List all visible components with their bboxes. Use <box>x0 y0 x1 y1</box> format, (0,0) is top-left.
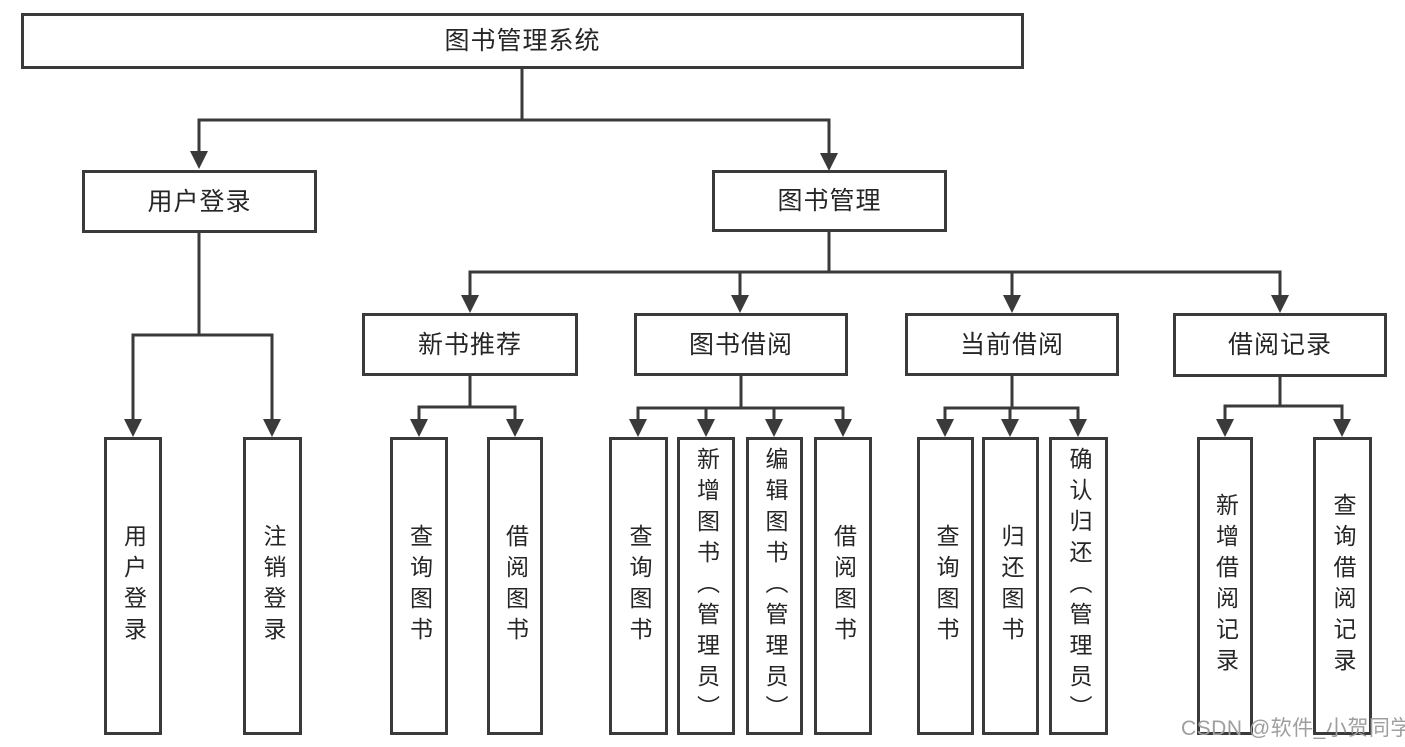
node-label: 用户登录 <box>120 524 147 648</box>
node-label: 当前借阅 <box>959 330 1064 359</box>
leaf-query-books-2: 查询图书 <box>609 437 668 735</box>
node-label: 归还图书 <box>998 524 1024 648</box>
node-root-system: 图书管理系统 <box>21 13 1024 69</box>
node-current-borrow: 当前借阅 <box>905 313 1119 376</box>
leaf-add-borrow-record: 新增借阅记录 <box>1197 437 1253 735</box>
leaf-logout: 注销登录 <box>243 437 302 735</box>
node-label: 新增图书（管理员） <box>693 446 720 726</box>
node-label: 用户登录 <box>147 187 252 216</box>
node-label: 编辑图书（管理员） <box>762 446 788 726</box>
node-label: 借阅记录 <box>1227 331 1332 359</box>
node-label: 图书借阅 <box>688 330 793 359</box>
node-label: 借阅图书 <box>830 524 857 648</box>
node-label: 图书管理系统 <box>444 27 601 55</box>
node-book-borrow: 图书借阅 <box>634 313 848 376</box>
node-label: 查询图书 <box>626 524 652 648</box>
leaf-borrow-books-1: 借阅图书 <box>487 437 543 735</box>
node-label: 新书推荐 <box>417 330 522 359</box>
leaf-query-books-1: 查询图书 <box>390 437 448 735</box>
leaf-return-books: 归还图书 <box>982 437 1039 735</box>
node-label: 查询借阅记录 <box>1330 493 1356 679</box>
leaf-query-books-3: 查询图书 <box>917 437 974 735</box>
node-label: 新增借阅记录 <box>1212 493 1239 679</box>
node-label: 查询图书 <box>406 524 433 648</box>
leaf-confirm-return-admin: 确认归还（管理员） <box>1049 437 1108 735</box>
leaf-user-login: 用户登录 <box>104 437 162 735</box>
node-borrow-records: 借阅记录 <box>1173 313 1387 377</box>
node-label: 查询图书 <box>933 524 959 648</box>
csdn-watermark: CSDN @软件_小贺同学 <box>1181 717 1405 740</box>
leaf-add-books-admin: 新增图书（管理员） <box>677 437 735 735</box>
node-label: 注销登录 <box>260 524 286 648</box>
node-label: 确认归还（管理员） <box>1066 446 1092 726</box>
node-new-book-recommend: 新书推荐 <box>362 313 578 376</box>
leaf-borrow-books-2: 借阅图书 <box>814 437 872 735</box>
node-book-management: 图书管理 <box>712 170 947 232</box>
node-label: 图书管理 <box>777 187 882 215</box>
leaf-edit-books-admin: 编辑图书（管理员） <box>746 437 803 735</box>
leaf-query-borrow-record: 查询借阅记录 <box>1313 437 1372 735</box>
node-user-login: 用户登录 <box>82 170 317 233</box>
node-label: 借阅图书 <box>502 524 529 648</box>
